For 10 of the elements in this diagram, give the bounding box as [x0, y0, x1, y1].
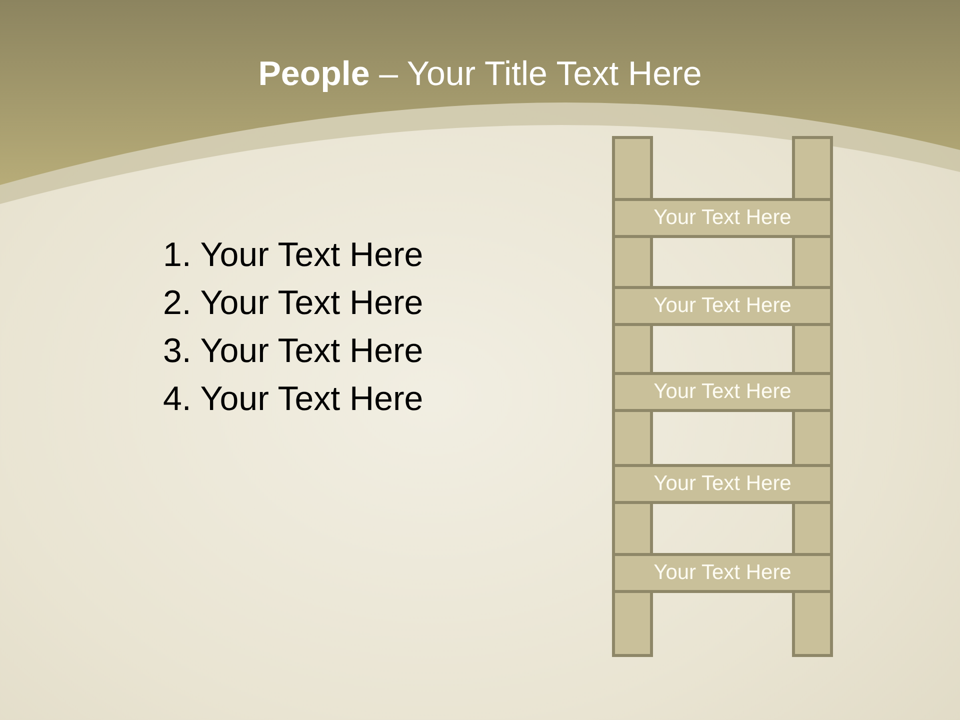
list-item: 2. Your Text Here	[163, 283, 424, 324]
list-item: 1. Your Text Here	[163, 235, 424, 276]
ladder-rung: Your Text Here	[612, 464, 833, 504]
slide-title: People – Your Title Text Here	[257, 54, 703, 95]
ladder-rung: Your Text Here	[612, 198, 833, 238]
list-item: 3. Your Text Here	[163, 331, 424, 372]
list-item: 4. Your Text Here	[163, 379, 424, 420]
ladder-rung: Your Text Here	[612, 286, 833, 326]
ladder-rung: Your Text Here	[612, 372, 833, 412]
ladder-rung: Your Text Here	[612, 553, 833, 593]
